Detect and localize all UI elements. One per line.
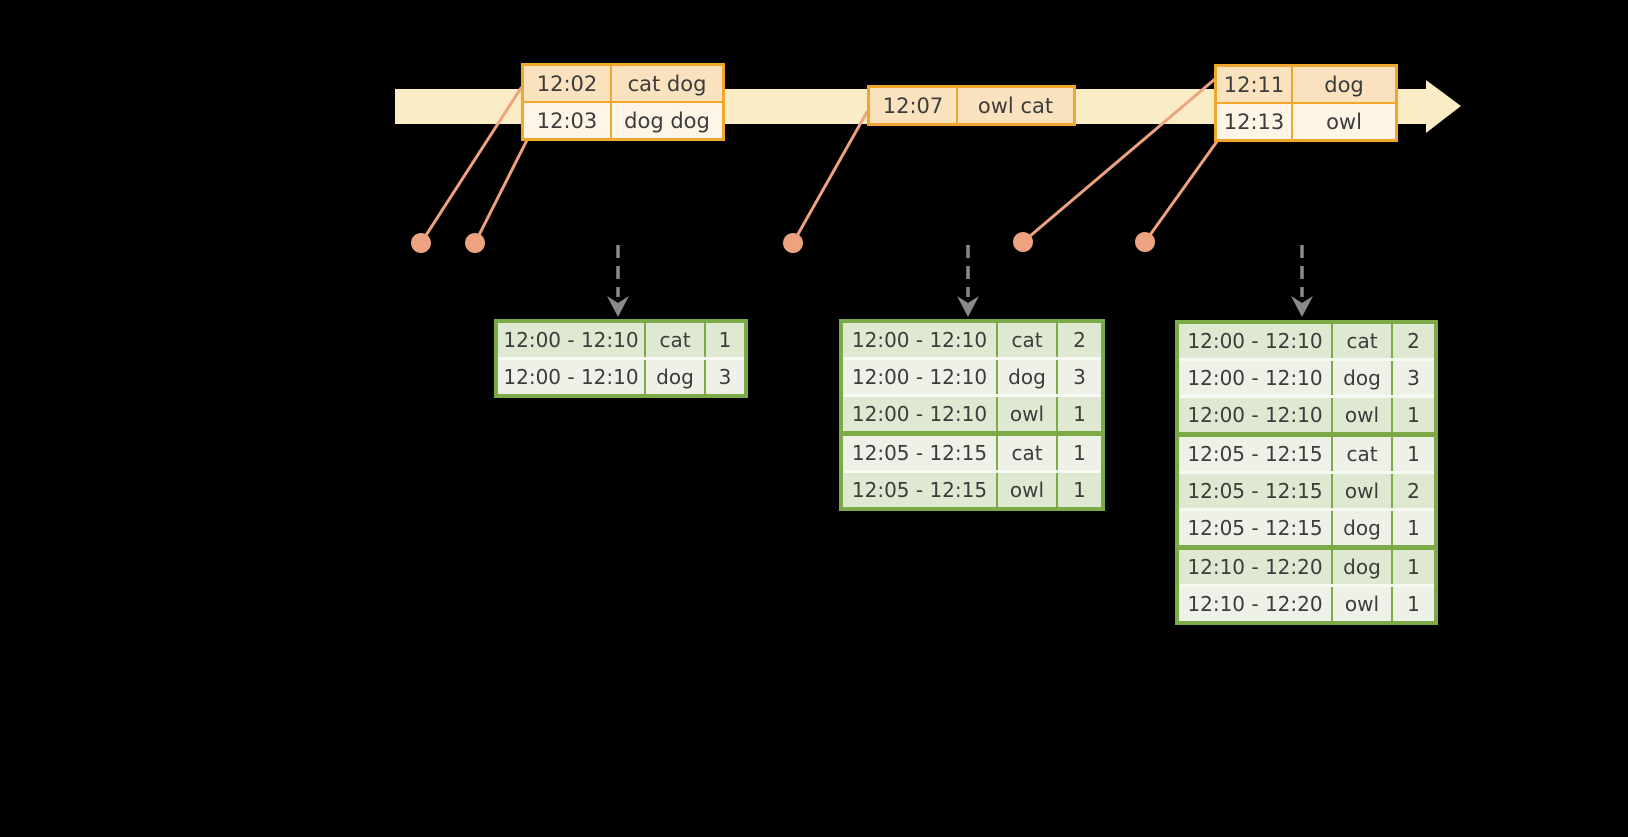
table-cell: 12:00 - 12:10 bbox=[1179, 398, 1331, 432]
table-cell: 3 bbox=[704, 360, 744, 394]
table-cell: 1 bbox=[1391, 511, 1434, 545]
event-dot-1202 bbox=[411, 233, 431, 253]
table-cell: owl bbox=[1331, 587, 1391, 621]
table-cell: 12:02 bbox=[524, 66, 610, 101]
table-cell: 12:05 - 12:15 bbox=[1179, 511, 1331, 545]
table-cell: 12:00 - 12:10 bbox=[843, 360, 996, 394]
table-cell: 12:10 - 12:20 bbox=[1179, 550, 1331, 584]
event-dot-1213 bbox=[1135, 232, 1155, 252]
event-dot-1203 bbox=[465, 233, 485, 253]
table-cell: 1 bbox=[704, 323, 744, 357]
table-cell: 1 bbox=[1056, 436, 1101, 470]
table-cell: dog bbox=[644, 360, 704, 394]
table-cell: 3 bbox=[1391, 361, 1434, 395]
leader-line-1213 bbox=[1143, 138, 1220, 244]
table-cell: owl cat bbox=[956, 88, 1073, 123]
event-dot-1211 bbox=[1013, 232, 1033, 252]
table-cell: 1 bbox=[1056, 473, 1101, 507]
table-cell: cat bbox=[996, 436, 1056, 470]
table-cell: 12:00 - 12:10 bbox=[843, 397, 996, 431]
table-cell: cat bbox=[644, 323, 704, 357]
table-cell: 12:05 - 12:15 bbox=[1179, 437, 1331, 471]
leader-line-1203 bbox=[473, 138, 529, 245]
table-cell: owl bbox=[996, 397, 1056, 431]
table-cell: 12:03 bbox=[524, 103, 610, 138]
table-cell: 12:07 bbox=[870, 88, 956, 123]
trigger-arrows bbox=[616, 245, 1304, 297]
leader-line-1207 bbox=[791, 110, 869, 245]
table-cell: 12:00 - 12:10 bbox=[1179, 361, 1331, 395]
trigger-arrowhead-icon-1 bbox=[607, 296, 629, 317]
table-cell: 1 bbox=[1391, 550, 1434, 584]
trigger-arrowhead-icon-2 bbox=[957, 296, 979, 317]
table-cell: 12:00 - 12:10 bbox=[498, 323, 644, 357]
table-cell: 1 bbox=[1391, 398, 1434, 432]
table-cell: cat bbox=[1331, 324, 1391, 358]
table-cell: cat bbox=[996, 323, 1056, 357]
table-cell: owl bbox=[1291, 104, 1395, 139]
table-cell: 1 bbox=[1391, 587, 1434, 621]
table-cell: 1 bbox=[1056, 397, 1101, 431]
trigger-arrowhead-icon-3 bbox=[1291, 296, 1313, 317]
table-cell: 12:05 - 12:15 bbox=[843, 436, 996, 470]
event-dot-1207 bbox=[783, 233, 803, 253]
table-cell: dog bbox=[1331, 511, 1391, 545]
table-cell: cat dog bbox=[610, 66, 722, 101]
table-cell: dog bbox=[1331, 361, 1391, 395]
table-cell: 3 bbox=[1056, 360, 1101, 394]
timeline-arrowhead-icon bbox=[1426, 80, 1461, 133]
table-cell: dog dog bbox=[610, 103, 722, 138]
table-cell: 12:05 - 12:15 bbox=[1179, 474, 1331, 508]
leader-line-1211 bbox=[1021, 77, 1217, 244]
table-cell: dog bbox=[1291, 67, 1395, 102]
table-cell: owl bbox=[996, 473, 1056, 507]
table-cell: 12:00 - 12:10 bbox=[1179, 324, 1331, 358]
leader-line-1202 bbox=[419, 86, 523, 245]
table-cell: dog bbox=[1331, 550, 1391, 584]
table-cell: owl bbox=[1331, 474, 1391, 508]
table-cell: cat bbox=[1331, 437, 1391, 471]
table-cell: 2 bbox=[1056, 323, 1101, 357]
table-cell: 12:00 - 12:10 bbox=[498, 360, 644, 394]
table-cell: 12:11 bbox=[1217, 67, 1291, 102]
table-cell: 12:13 bbox=[1217, 104, 1291, 139]
table-cell: dog bbox=[996, 360, 1056, 394]
event-time-dots bbox=[411, 232, 1155, 253]
table-cell: 1 bbox=[1391, 437, 1434, 471]
table-cell: 12:05 - 12:15 bbox=[843, 473, 996, 507]
event-leader-lines bbox=[419, 77, 1220, 245]
table-cell: 2 bbox=[1391, 324, 1434, 358]
table-cell: 2 bbox=[1391, 474, 1434, 508]
table-cell: 12:00 - 12:10 bbox=[843, 323, 996, 357]
table-cell: 12:10 - 12:20 bbox=[1179, 587, 1331, 621]
table-cell: owl bbox=[1331, 398, 1391, 432]
